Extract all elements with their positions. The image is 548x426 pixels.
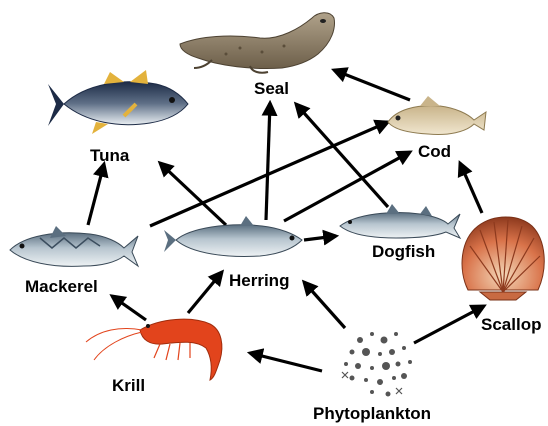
herring-image [164, 216, 302, 256]
label-cod: Cod [418, 142, 451, 161]
arrow-phytoplankton-to-krill [250, 353, 322, 371]
label-scallop: Scallop [481, 315, 541, 334]
arrow-phytoplankton-to-scallop [414, 306, 484, 343]
dogfish-image [340, 204, 460, 238]
arrow-krill-to-herring [188, 272, 222, 313]
arrow-herring-to-dogfish [304, 236, 336, 240]
krill-image [86, 319, 222, 380]
tuna-image [48, 70, 188, 134]
arrow-phytoplankton-to-herring [304, 282, 345, 328]
seal-image [180, 13, 334, 73]
arrow-cod-to-seal [334, 70, 410, 100]
phytoplankton-image [342, 332, 412, 397]
label-mackerel: Mackerel [25, 277, 98, 296]
arrow-herring-to-seal [266, 103, 270, 220]
arrow-krill-to-mackerel [112, 296, 146, 320]
arrow-scallop-to-cod [460, 163, 482, 213]
mackerel-image [10, 226, 138, 266]
label-dogfish: Dogfish [372, 242, 435, 261]
cod-image [388, 96, 486, 135]
label-krill: Krill [112, 376, 145, 395]
label-herring: Herring [229, 271, 289, 290]
arrow-mackerel-to-tuna [88, 164, 104, 225]
label-seal: Seal [254, 79, 289, 98]
scallop-image [462, 217, 544, 300]
label-tuna: Tuna [90, 146, 130, 165]
label-phytoplankton: Phytoplankton [313, 404, 431, 423]
